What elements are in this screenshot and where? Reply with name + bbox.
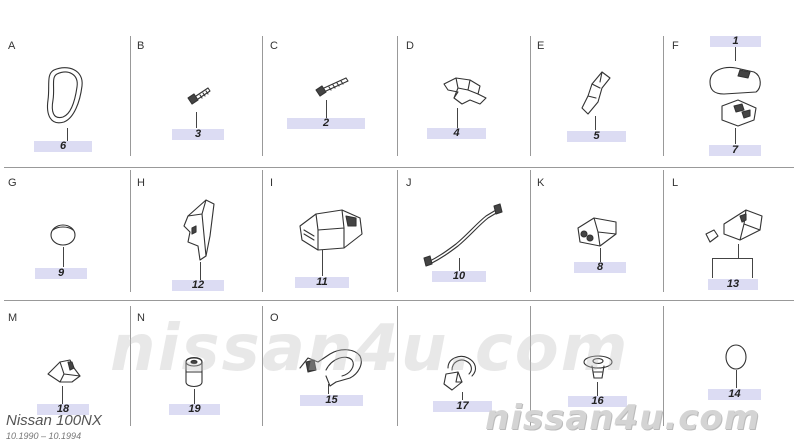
terminal-connector-part [577, 217, 617, 247]
grid-line [663, 306, 664, 426]
part-number-label: 4 [427, 128, 486, 139]
cell-letter-d: D [406, 40, 414, 52]
cell-letter-l: L [672, 177, 679, 189]
grid-line [262, 36, 263, 156]
part-number-label: 5 [567, 131, 626, 142]
o-ring-part [46, 67, 83, 124]
grid-line [4, 300, 794, 301]
part-number-label: 2 [287, 118, 365, 129]
leader-line [736, 370, 737, 388]
leader-line [738, 244, 739, 258]
part-number-label: 12 [172, 280, 224, 291]
part-number-label: 10 [432, 271, 486, 282]
part-number-label: 6 [34, 141, 92, 152]
retainer-clip-part [47, 359, 81, 383]
screw-part [315, 77, 349, 97]
leader-line [600, 248, 601, 263]
nut-part [185, 356, 203, 388]
connector-housing-part [709, 66, 761, 127]
part-number-label: 16 [568, 396, 627, 407]
part-number-label: 14 [708, 389, 761, 400]
wire-clip-part [443, 355, 477, 391]
leader-line [459, 258, 460, 274]
leader-line [328, 384, 329, 394]
plug-cap-part [50, 224, 76, 246]
cell-letter-g: G [8, 177, 17, 189]
bracket-part [183, 199, 215, 261]
part-number-label: 7 [709, 145, 761, 156]
part-number-label: 19 [169, 404, 220, 415]
cell-letter-n: N [137, 312, 145, 324]
cell-letter-i: I [270, 177, 274, 189]
watermark-logo: nissan4u.com [485, 398, 761, 438]
leader-line [194, 389, 195, 404]
grid-line [530, 306, 531, 426]
cell-letter-c: C [270, 40, 278, 52]
leader-line [462, 392, 463, 400]
band-clip-part [299, 349, 362, 387]
leader-line [322, 250, 323, 276]
part-number-label: 18 [37, 404, 89, 415]
grid-line [130, 170, 131, 292]
leader-line [196, 112, 197, 128]
harness-lead-part [423, 203, 503, 267]
cell-letter-o: O [270, 312, 279, 324]
leader-line [735, 47, 736, 61]
grid-line [663, 36, 664, 156]
cell-letter-k: K [537, 177, 545, 189]
leader-line [62, 386, 63, 404]
grid-line [530, 170, 531, 292]
part-number-label: 3 [172, 129, 224, 140]
part-number-label: 11 [295, 277, 349, 288]
grid-line [663, 170, 664, 292]
grid-line [262, 306, 263, 426]
leader-line [735, 128, 736, 144]
blank-plug-part [725, 344, 747, 370]
model-years: 10.1990 – 10.1994 [6, 431, 82, 441]
cell-letter-m: M [8, 312, 18, 324]
connector-part [299, 209, 363, 251]
part-number-label: 15 [300, 395, 363, 406]
grid-line [397, 36, 398, 156]
leader-line [712, 258, 713, 278]
push-rivet-part [583, 355, 613, 379]
cell-letter-b: B [137, 40, 145, 52]
cell-letter-a: A [8, 40, 16, 52]
leader-line [752, 258, 753, 278]
part-number-label: 13 [708, 279, 758, 290]
part-number-label: 1 [710, 36, 761, 47]
grid-line [130, 36, 131, 156]
grid-line [397, 170, 398, 292]
connector-pair-part [705, 209, 763, 243]
leader-line [200, 262, 201, 280]
cell-letter-e: E [537, 40, 545, 52]
part-number-label: 9 [35, 268, 87, 279]
leader-line [326, 100, 327, 118]
grid-line [397, 306, 398, 426]
leader-line [597, 382, 598, 396]
leader-line [67, 128, 68, 141]
cell-letter-j: J [406, 177, 412, 189]
grommet-clip-part [581, 71, 611, 115]
model-title: Nissan 100NX [6, 412, 102, 429]
clip-part [443, 77, 487, 105]
cell-letter-h: H [137, 177, 145, 189]
leader-line [63, 247, 64, 267]
grid-line [262, 170, 263, 292]
leader-line [457, 108, 458, 128]
leader-line [712, 258, 752, 259]
grid-line [4, 167, 794, 168]
grid-line [130, 306, 131, 426]
part-number-label: 17 [433, 401, 492, 412]
grid-line [530, 36, 531, 156]
cell-letter-f: F [672, 40, 679, 52]
bolt-part [187, 87, 211, 105]
part-number-label: 8 [574, 262, 626, 273]
leader-line [595, 116, 596, 130]
